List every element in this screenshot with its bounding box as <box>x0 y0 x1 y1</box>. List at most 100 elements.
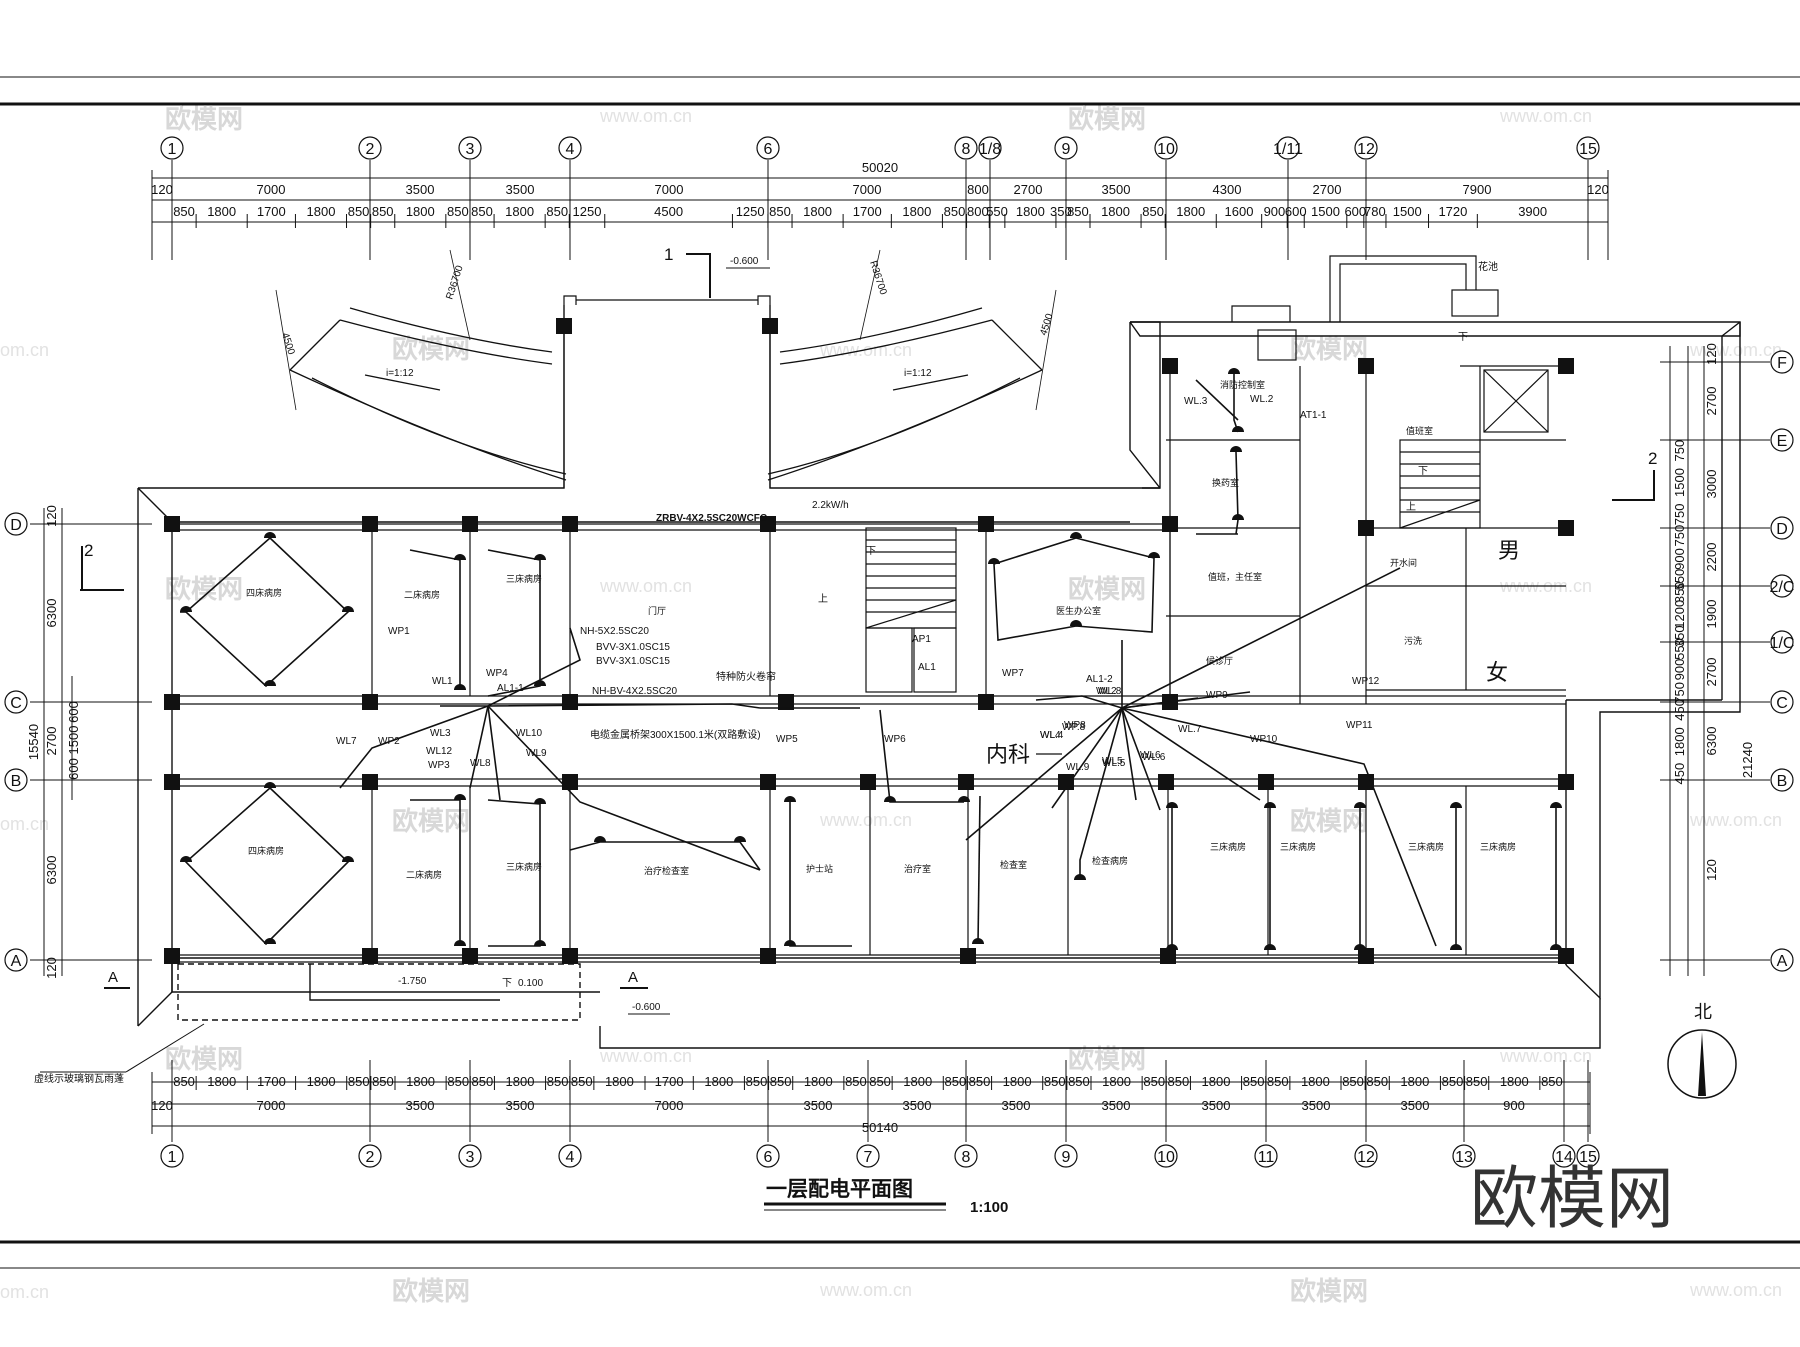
axis-bubble <box>1576 136 1600 160</box>
dimension-value: 1800 <box>605 1074 634 1089</box>
dimension-value: 3500 <box>804 1098 833 1113</box>
column <box>958 774 974 790</box>
axis-bubble <box>558 1144 582 1168</box>
dimension-value: 850 <box>1342 1074 1364 1089</box>
dimension-value: 3500 <box>1401 1098 1430 1113</box>
dimension-total: 50140 <box>862 1120 898 1135</box>
dimension-value: 6300 <box>44 599 59 628</box>
column <box>778 694 794 710</box>
slope-label: i=1:12 <box>904 368 932 379</box>
dimension-value: 850 <box>1466 1074 1488 1089</box>
axis-bubble <box>1770 768 1794 792</box>
dimension-value: 1500 <box>1311 204 1340 219</box>
dimension-value: 600 <box>1344 204 1366 219</box>
watermark: 欧模网 <box>1068 574 1146 604</box>
room-label: 检查病房 <box>1092 855 1128 866</box>
room-label: 三床病房 <box>506 861 542 872</box>
axis-label: 2/C <box>1770 579 1795 596</box>
dimension-value: 1800 <box>506 1074 535 1089</box>
circuit-label: WP7 <box>1002 668 1024 679</box>
watermark: 欧模网 <box>392 806 470 836</box>
dimension-value: 850 <box>770 1074 792 1089</box>
dimension-value: 1800 <box>1500 1074 1529 1089</box>
axis-label: 4 <box>566 1149 575 1166</box>
fire-shutter-label: 特种防火卷帘 <box>716 670 776 683</box>
column <box>1358 358 1374 374</box>
column <box>362 516 378 532</box>
column <box>1558 358 1574 374</box>
dimension-value: 850 <box>173 1074 195 1089</box>
axis-bubble <box>856 1144 880 1168</box>
lamp-icon <box>1450 944 1462 950</box>
panel-ap1-label: AP1 <box>912 634 931 645</box>
dimension-value: 1800 <box>1672 727 1687 756</box>
dimension-value: 2700 <box>1313 182 1342 197</box>
circuit-label: WL.6 <box>1142 752 1166 763</box>
dimension-value: 550 <box>1672 638 1687 660</box>
section-label: A <box>628 969 638 986</box>
axis-label: 15 <box>1579 1149 1597 1166</box>
section-label: 2 <box>1648 449 1657 468</box>
dimension-value: 850 <box>173 204 195 219</box>
dimension-value: 800 <box>967 182 989 197</box>
axis-label: 14 <box>1555 1149 1573 1166</box>
dimension-total: 15540 <box>26 724 41 760</box>
dimension-value: 850 <box>1044 1074 1066 1089</box>
column <box>1358 520 1374 536</box>
radius-label: R36700 <box>444 264 465 301</box>
dimension-value: 1800 <box>207 1074 236 1089</box>
dimension-value: 750 <box>1672 682 1687 704</box>
axis-bubble <box>1770 428 1794 452</box>
lamp-icon <box>1148 552 1160 558</box>
column <box>1162 516 1178 532</box>
watermark-url: om.cn <box>0 340 49 360</box>
dimension-value: 1800 <box>1003 1074 1032 1089</box>
axis-label: 1/8 <box>979 141 1001 158</box>
dimension-value: 120 <box>1587 182 1609 197</box>
axis-label: B <box>1777 773 1788 790</box>
watermark-url: www.om.cn <box>1499 1046 1592 1066</box>
lamp-icon <box>454 940 466 946</box>
dimension-value: 1700 <box>257 204 286 219</box>
dimension-value: 850 <box>1243 1074 1265 1089</box>
column <box>978 694 994 710</box>
circuit-label: WP6 <box>884 734 906 745</box>
axis-label: 12 <box>1357 1149 1375 1166</box>
axis-bubble <box>978 136 1002 160</box>
dimension-value: 3500 <box>506 1098 535 1113</box>
axis-label: 8 <box>962 141 971 158</box>
dimension-value: 1800 <box>1176 204 1205 219</box>
dimension-value: 3500 <box>1102 182 1131 197</box>
column <box>562 694 578 710</box>
notes: ZRBV-4X2.5SC20WCFC 2.2kW/h 特种防火卷帘 电缆金属桥架… <box>34 256 1498 1085</box>
dimension-value: 850 <box>1168 1074 1190 1089</box>
circuit-label: WP8 <box>1064 720 1086 731</box>
dimension-value: 1800 <box>1101 204 1130 219</box>
dimension-value: 850 <box>746 1074 768 1089</box>
circuit-label: WL.9 <box>1066 762 1090 773</box>
dimension-value: 350 <box>1672 581 1687 603</box>
circuit-label: WP3 <box>428 760 450 771</box>
drawing-title: 一层配电平面图 <box>766 1178 913 1201</box>
axis-bubble <box>1054 1144 1078 1168</box>
column <box>462 948 478 964</box>
dimension-value: 7000 <box>257 1098 286 1113</box>
column <box>1558 520 1574 536</box>
dimension-value: 3500 <box>1102 1098 1131 1113</box>
lamp-icon <box>1264 944 1276 950</box>
axis-bubble <box>1254 1144 1278 1168</box>
dimension-value: 7000 <box>853 182 882 197</box>
circuit-label: WL8 <box>470 758 491 769</box>
room-label: 四床病房 <box>246 587 282 598</box>
dimension-value: 7000 <box>655 182 684 197</box>
axis-label: B <box>11 773 22 790</box>
stair-label: 下 <box>1418 466 1428 477</box>
lamp-icon <box>1232 514 1244 520</box>
axis-bubble <box>1770 574 1794 598</box>
dimension-value: 450 <box>1672 699 1687 721</box>
watermark-url: www.om.cn <box>599 106 692 126</box>
circuit-label: WL.5 <box>1102 758 1126 769</box>
section-label: 1 <box>664 245 673 264</box>
axis-label: D <box>1776 521 1788 538</box>
